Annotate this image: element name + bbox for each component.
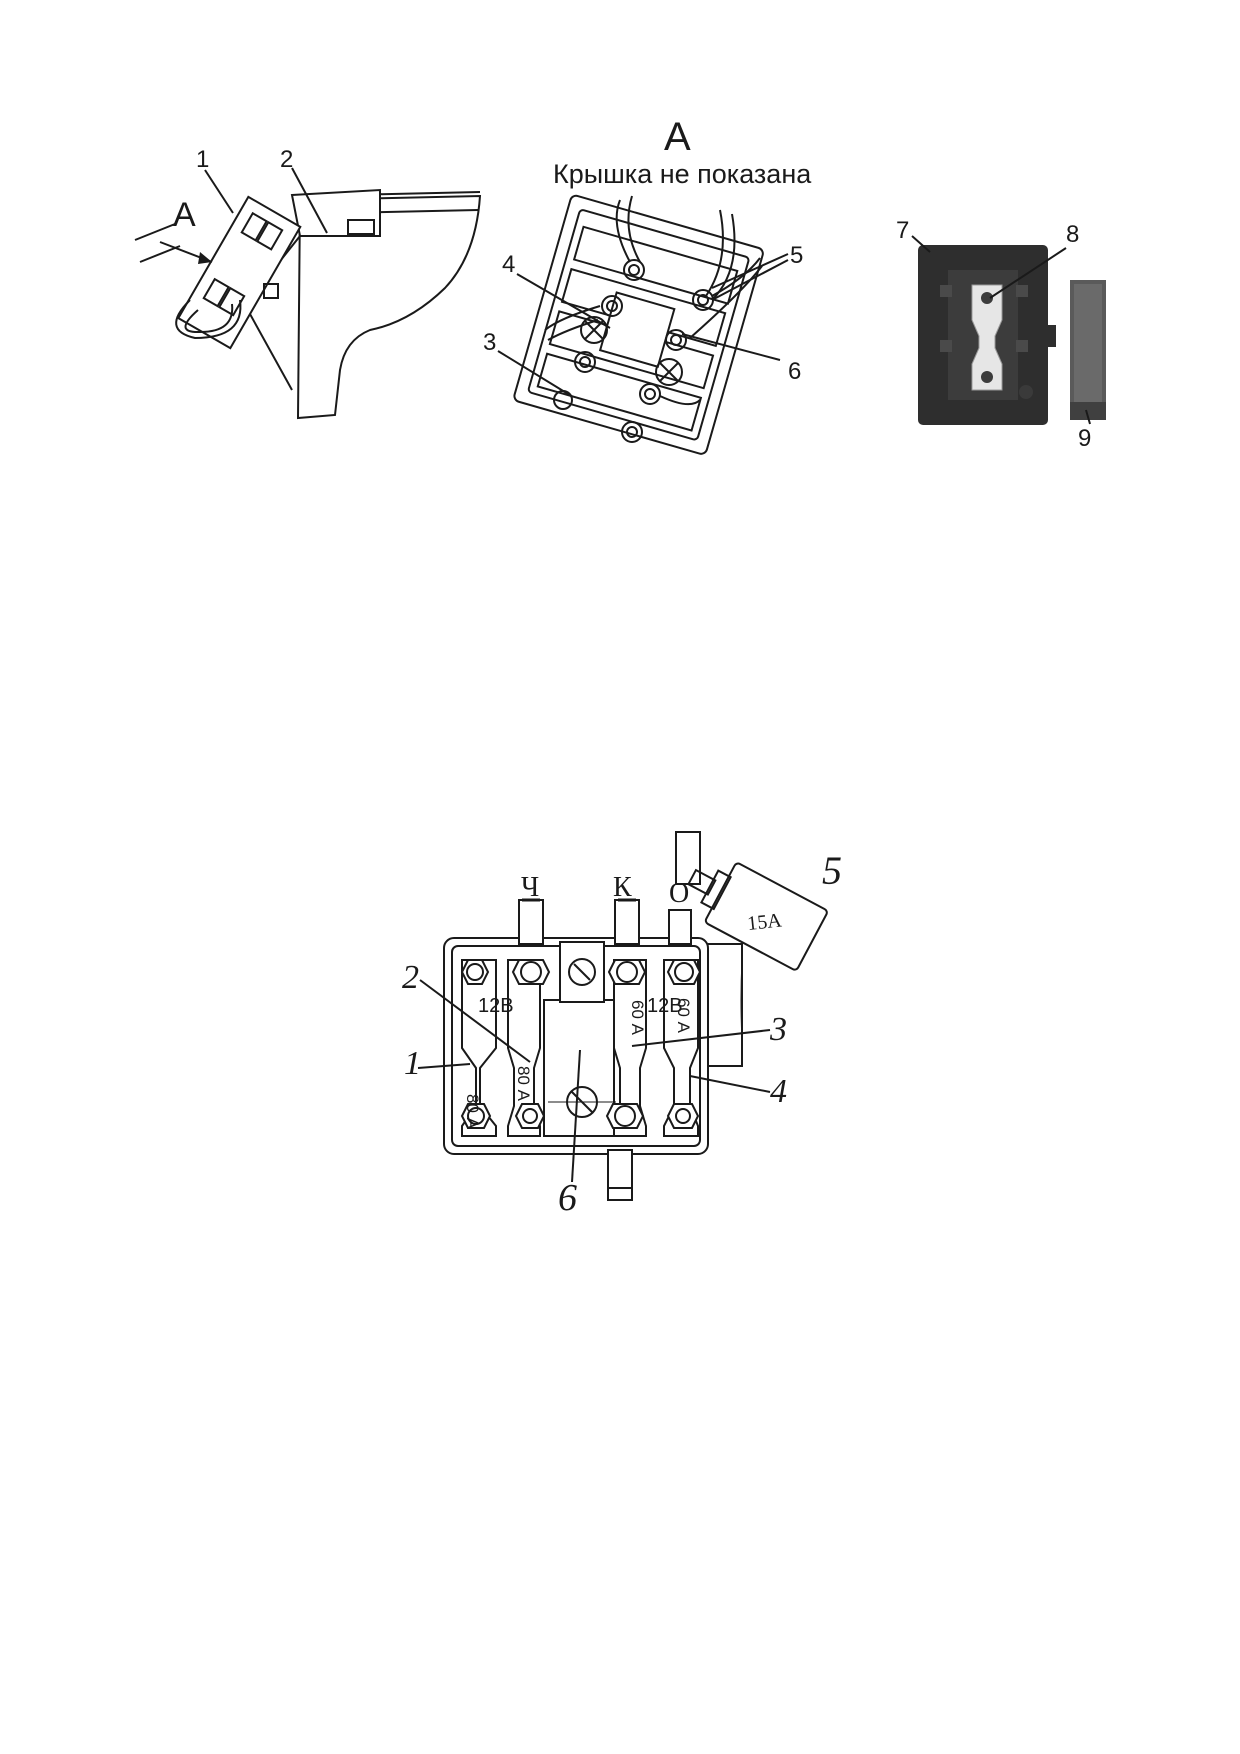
view-arrow-label: А	[173, 196, 196, 234]
view-a-drawing	[497, 194, 789, 455]
rating-12v-1: 12В	[478, 995, 514, 1017]
rating-80a-2: 80 А	[514, 1066, 533, 1102]
fuse5-rating: 15А	[746, 909, 783, 935]
fig2-label-6: 6	[558, 1177, 577, 1219]
wire-label-o: О	[669, 878, 689, 909]
fig2-drawing	[417, 831, 828, 1201]
wire-label-ch: Ч	[521, 872, 539, 903]
fig2-label-4: 4	[770, 1073, 787, 1110]
fuse-insert-photo	[1070, 280, 1106, 420]
fig2-label-2: 2	[402, 959, 419, 996]
fig1-label-9: 9	[1078, 425, 1091, 452]
fig1-right-leaders	[911, 235, 1091, 425]
fig2-label-3: 3	[769, 1011, 787, 1048]
fig2-label-5: 5	[822, 848, 842, 893]
rating-80a-1: 80 А	[463, 1094, 482, 1130]
fig1-label-4: 4	[502, 251, 515, 278]
view-a-title: А	[664, 115, 691, 159]
rating-60a-1: 60 А	[628, 1000, 647, 1036]
rating-12v-2: 12В	[647, 995, 683, 1017]
wire-label-k: К	[613, 872, 632, 903]
fig1-label-1: 1	[196, 146, 209, 173]
fig1-label-6: 6	[788, 358, 801, 385]
view-a-subtitle: Крышка не показана	[553, 159, 812, 189]
fig1-label-5: 5	[790, 242, 803, 269]
fig1-label-2: 2	[280, 146, 293, 173]
fuse-block-photo	[918, 245, 1056, 425]
fig1-label-7: 7	[896, 217, 909, 244]
fig1-label-3: 3	[483, 329, 496, 356]
fig1-label-8: 8	[1066, 221, 1079, 248]
fig2-label-1: 1	[404, 1045, 421, 1082]
rating-60a-2: 60 А	[674, 998, 693, 1034]
view-arrow-head	[198, 252, 212, 264]
